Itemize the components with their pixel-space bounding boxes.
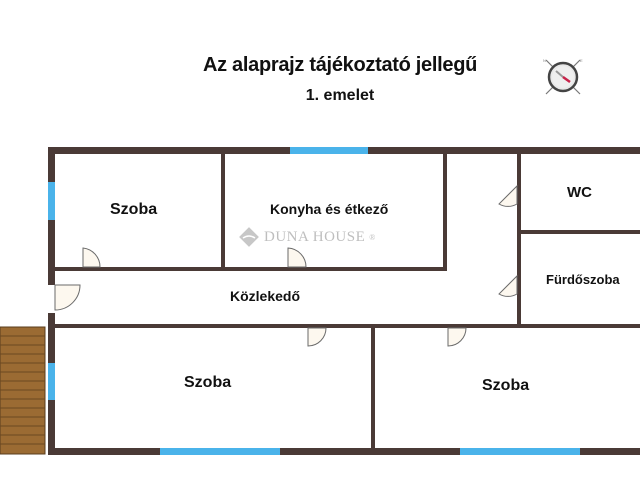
plan-title: Az alaprajz tájékoztató jellegű	[202, 54, 478, 76]
duna-house-logo-icon	[239, 227, 259, 247]
room-label-furdoszoba: Fürdőszoba	[546, 272, 620, 287]
window-szoba-2	[160, 448, 280, 455]
room-label-kozlekedo: Közlekedő	[230, 288, 301, 304]
room-label-konyha: Konyha és étkező	[270, 201, 389, 217]
door-szoba-1	[82, 247, 101, 268]
walls	[48, 147, 640, 455]
svg-text:N: N	[543, 58, 546, 63]
door-konyha	[287, 247, 307, 268]
room-label-szoba-2: Szoba	[184, 374, 232, 391]
svg-text:E: E	[580, 58, 583, 63]
windows	[48, 147, 580, 455]
compass-icon: N E	[543, 58, 583, 95]
room-label-szoba-3: Szoba	[482, 377, 530, 394]
window-szoba-2-side	[48, 363, 55, 400]
floor-label: 1. emelet	[305, 87, 375, 104]
door-furdo	[498, 274, 518, 297]
window-szoba-3	[460, 448, 580, 455]
doors	[54, 184, 518, 347]
room-label-wc: WC	[567, 184, 592, 201]
duna-house-watermark: DUNA HOUSE®	[238, 226, 376, 248]
door-wc	[498, 184, 518, 207]
watermark-text: DUNA HOUSE	[264, 228, 366, 245]
window-konyha	[290, 147, 368, 154]
room-label-szoba-1: Szoba	[110, 201, 158, 218]
terrace	[0, 326, 46, 455]
door-szoba-3	[447, 327, 467, 347]
door-szoba-2	[307, 327, 327, 347]
door-entrance	[54, 284, 81, 311]
window-szoba-1	[48, 182, 55, 220]
